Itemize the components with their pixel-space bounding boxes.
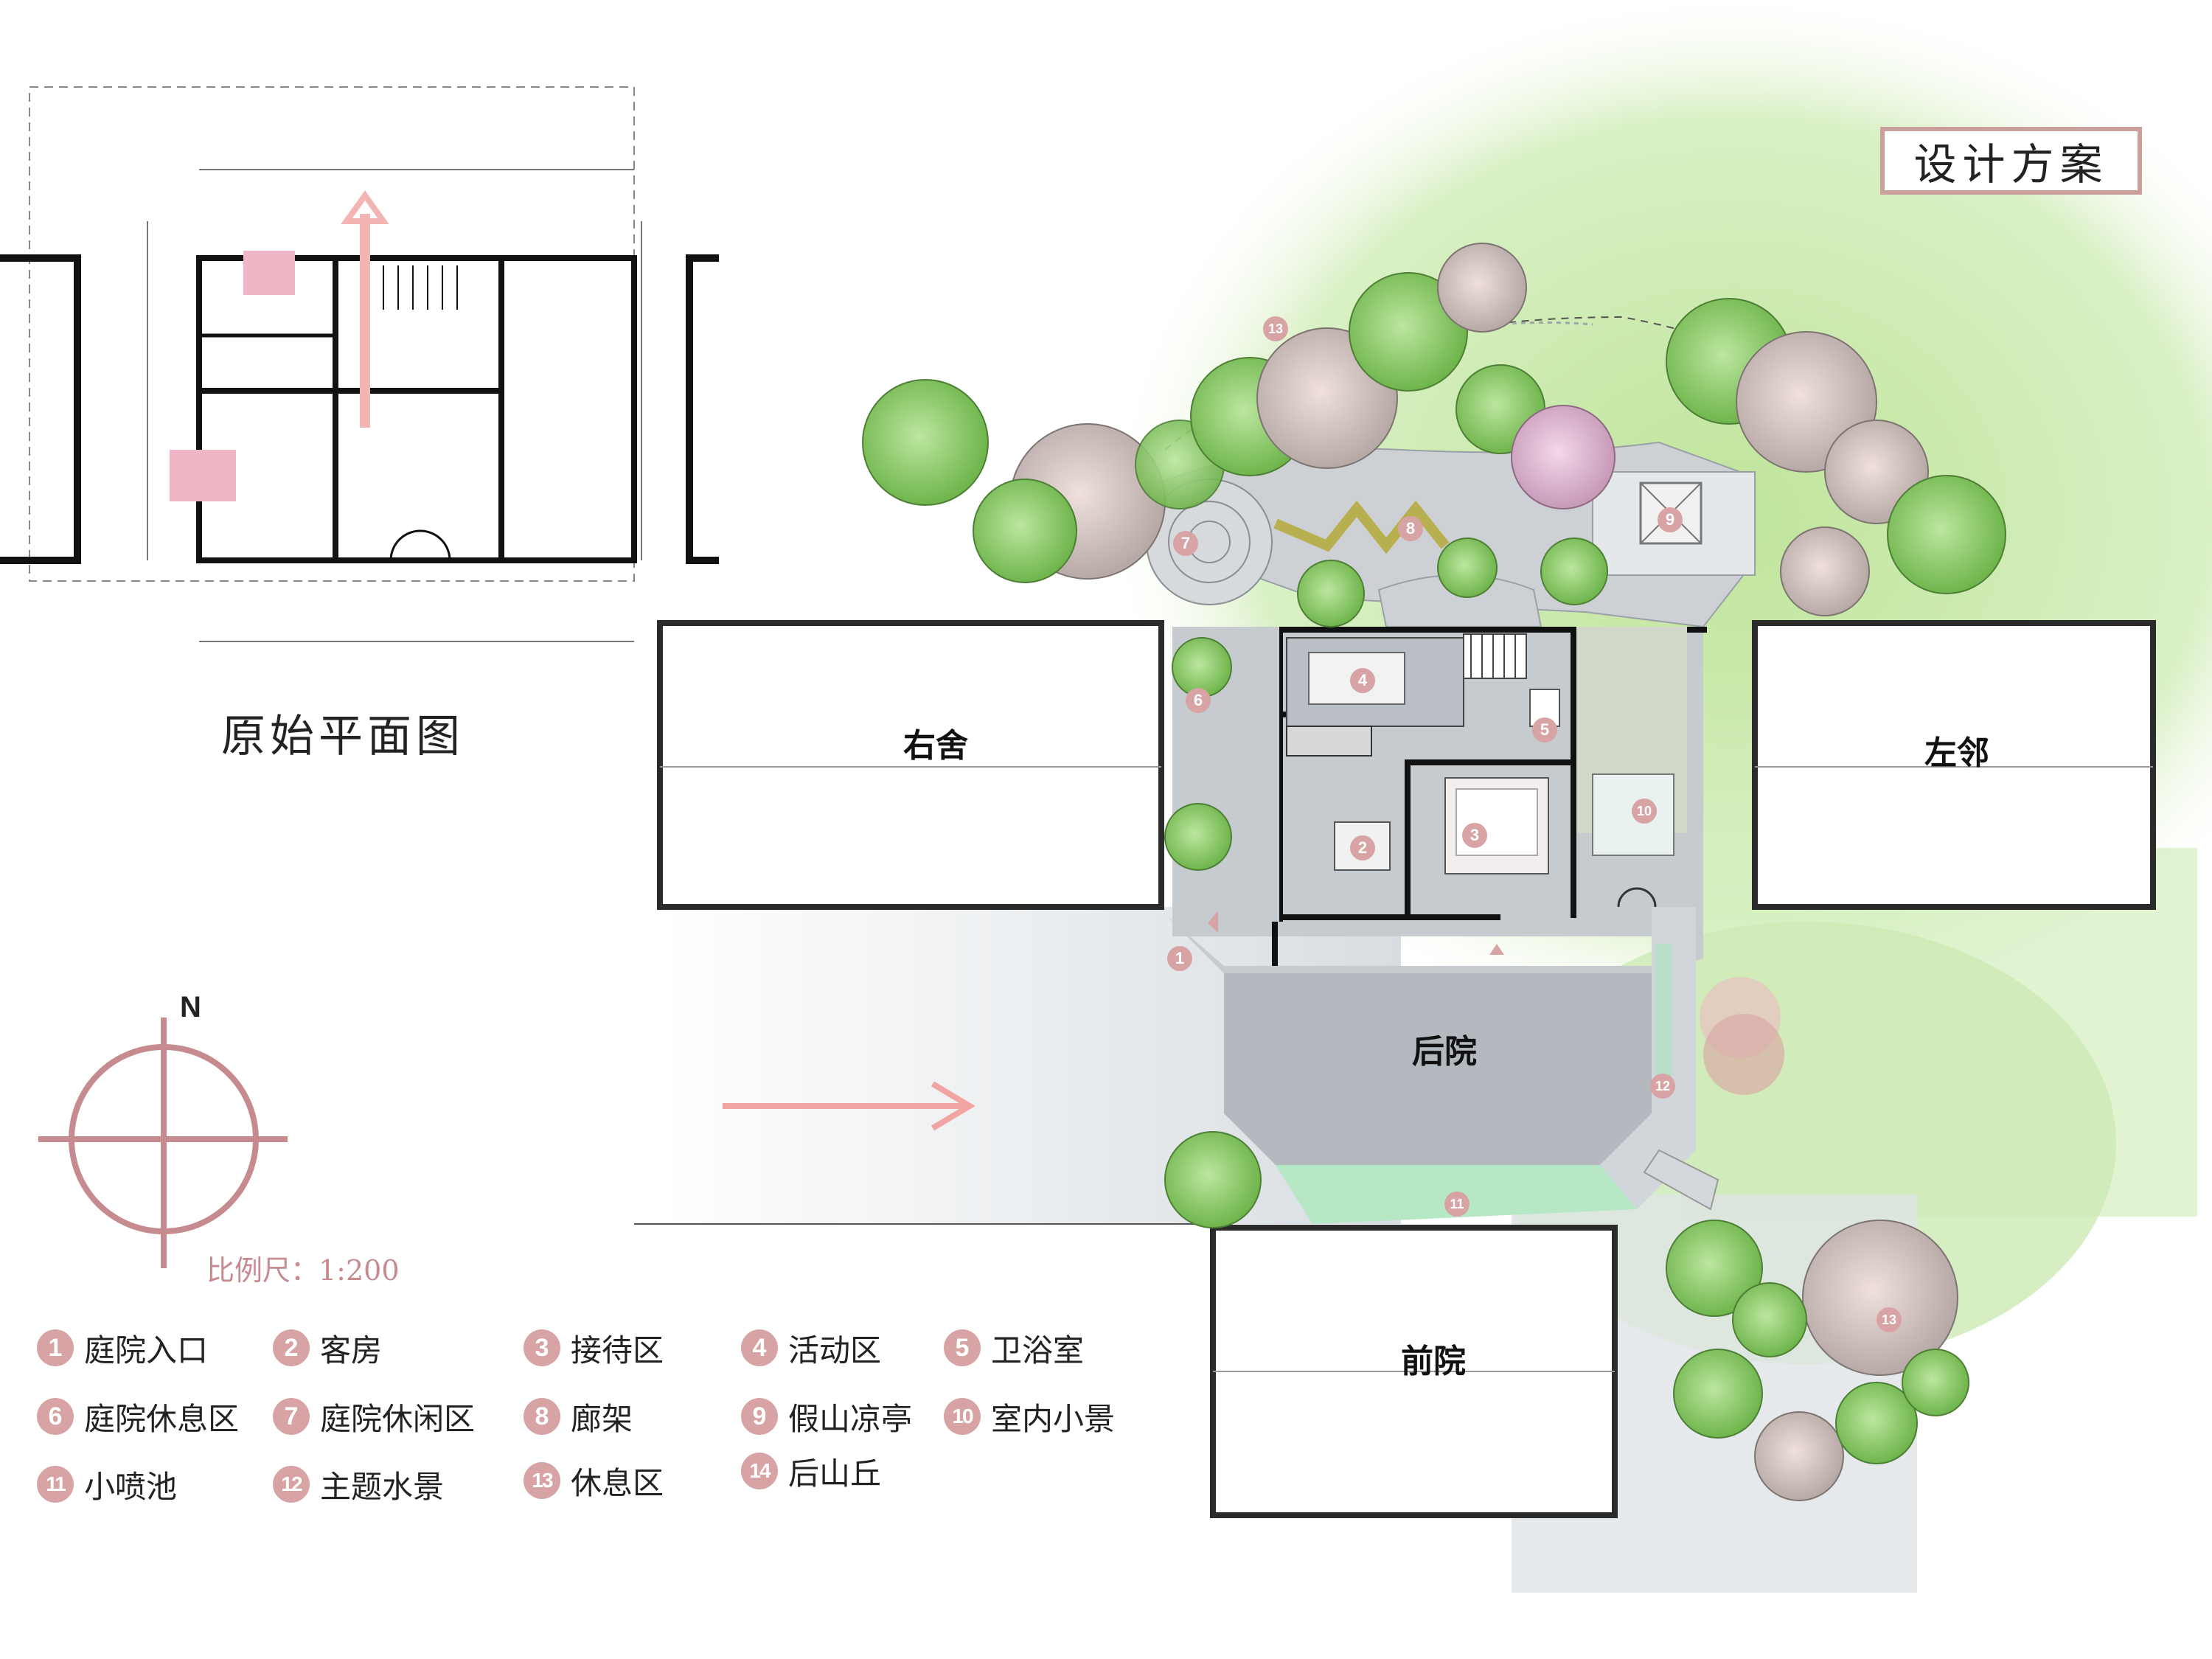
map-marker-6: 6 [1186,688,1211,713]
legend-number: 11 [37,1466,74,1503]
label-back-yard: 后院 [1412,1033,1477,1071]
map-marker-11: 11 [1444,1192,1470,1217]
legend-item-1: 1 庭院入口 [37,1327,208,1368]
legend-label: 庭院休闲区 [320,1400,476,1437]
neighbor-buildings [634,620,2156,1518]
main-house [1165,627,1707,973]
label-right-house: 右舍 [903,727,968,765]
legend-label: 卫浴室 [991,1332,1085,1368]
legend-number: 4 [741,1329,778,1366]
legend-item-14: 14 后山丘 [741,1450,881,1492]
map-marker-10: 10 [1632,799,1657,824]
legend-number: 7 [273,1398,310,1435]
map-marker-13: 13 [1877,1307,1902,1332]
trees [862,243,2006,1501]
legend-label: 接待区 [571,1332,664,1368]
legend-item-12: 12 主题水景 [273,1464,444,1505]
legend-number: 3 [524,1329,560,1366]
map-marker-12: 12 [1650,1074,1675,1099]
label-front-yard: 前院 [1401,1343,1466,1380]
legend-item-7: 7 庭院休闲区 [273,1396,475,1437]
map-marker-7: 7 [1173,531,1198,556]
legend-item-5: 5 卫浴室 [944,1327,1084,1368]
legend-label: 客房 [320,1332,383,1368]
legend-item-6: 6 庭院休息区 [37,1396,239,1437]
compass-north-arrow [38,1018,288,1268]
legend-label: 休息区 [571,1464,664,1501]
legend-label: 小喷池 [84,1468,178,1505]
legend-number: 14 [741,1453,778,1489]
legend-item-11: 11 小喷池 [37,1464,177,1505]
legend-item-3: 3 接待区 [524,1327,664,1368]
legend-number: 5 [944,1329,981,1366]
legend-label: 廊架 [571,1400,633,1437]
legend-item-13: 13 休息区 [524,1460,664,1501]
map-marker-8: 8 [1398,516,1423,541]
legend-label: 后山丘 [788,1455,882,1492]
legend-item-9: 9 假山凉亭 [741,1396,912,1437]
legend-item-10: 10 室内小景 [944,1396,1115,1437]
legend-number: 1 [37,1329,74,1366]
map-marker-9: 9 [1658,507,1683,532]
map-marker-2: 2 [1350,835,1375,860]
legend-label: 假山凉亭 [788,1400,913,1437]
legend-number: 6 [37,1398,74,1435]
legend-number: 12 [273,1466,310,1503]
scale-label: 比例尺：1:200 [206,1254,400,1287]
scheme-title: 设计方案 [1880,127,2142,195]
legend-number: 8 [524,1398,560,1435]
legend-number: 13 [524,1462,560,1499]
map-marker-4: 4 [1350,668,1375,693]
map-marker-5: 5 [1532,717,1557,742]
side-walls-left [0,254,719,564]
label-left-neighbor: 左邻 [1924,734,1989,772]
map-marker-13: 13 [1263,316,1288,341]
circulation-arrow [723,1081,975,1131]
legend-label: 活动区 [788,1332,882,1368]
north-label: N [180,991,201,1023]
legend-item-4: 4 活动区 [741,1327,881,1368]
legend-label: 主题水景 [320,1468,445,1505]
legend-label: 庭院入口 [84,1332,209,1368]
map-marker-3: 3 [1462,823,1487,848]
legend-number: 10 [944,1398,981,1435]
legend-number: 2 [273,1329,310,1366]
legend-number: 9 [741,1398,778,1435]
original-plan-title: 原始平面图 [221,711,465,762]
legend-item-2: 2 客房 [273,1327,382,1368]
legend-label: 庭院休息区 [84,1400,240,1437]
legend-item-8: 8 廊架 [524,1396,633,1437]
legend-label: 室内小景 [991,1400,1116,1437]
map-marker-1: 1 [1167,946,1192,971]
original-floor-plan [29,86,642,642]
